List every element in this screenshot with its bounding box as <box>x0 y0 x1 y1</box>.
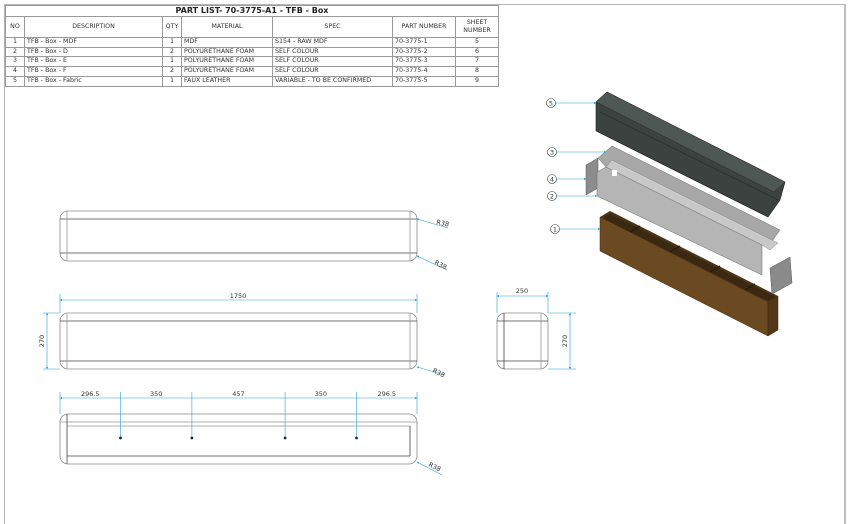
cell-sheet: 9 <box>455 75 499 87</box>
foam-top-bevel <box>605 159 779 251</box>
bottom-view-labels: 296.5 350 457 350 296.5 <box>81 390 396 398</box>
balloon-1: 1 <box>550 224 601 234</box>
radius-leader <box>416 366 446 376</box>
front-view <box>59 312 418 370</box>
bottom-view-dimensions <box>59 392 418 440</box>
drawing-sheet-frame <box>4 4 846 524</box>
front-view-outline <box>59 312 418 370</box>
radius-label: R38 <box>436 218 450 228</box>
exploded-isometric-view <box>585 91 793 337</box>
mdf-divider <box>629 225 641 233</box>
table-row: 5 TFB - Box - Fabric 1 FAUX LEATHER VARI… <box>5 75 499 87</box>
radius-leader <box>416 218 449 229</box>
spacing-label: 350 <box>150 390 162 398</box>
radius-leader <box>416 255 448 271</box>
balloon-number: 4 <box>550 176 554 184</box>
fabric-top-face <box>595 91 786 193</box>
mdf-end-face <box>767 295 779 337</box>
balloon-number: 2 <box>550 193 554 201</box>
part-list-table: PART LIST- 70-3775-A1 - TFB - Box NO DES… <box>5 5 499 87</box>
balloon-number: 3 <box>550 149 554 157</box>
fabric-seam <box>599 111 779 201</box>
balloon-3: 3 <box>547 147 607 157</box>
part-4-foam-end-left <box>585 157 599 196</box>
foam-top-cutout <box>612 170 617 176</box>
front-view-dimensions <box>43 294 446 376</box>
header-no: NO <box>5 16 25 38</box>
top-view-outline <box>59 210 418 262</box>
part-1-mdf-box <box>599 211 779 337</box>
part-3-foam-top <box>597 145 781 251</box>
dimension-width-label: 250 <box>516 287 528 295</box>
part-4-foam-end-right <box>769 256 793 295</box>
part-2-foam-side <box>596 166 763 276</box>
dimension-height-label: 270 <box>561 335 569 347</box>
header-qty: QTY <box>162 16 182 38</box>
mounting-hole <box>119 436 122 440</box>
spacing-label: 457 <box>232 390 244 398</box>
balloon-4: 4 <box>547 174 587 184</box>
mounting-hole <box>355 436 358 440</box>
bottom-view-outline <box>59 413 418 465</box>
mounting-hole <box>283 436 287 440</box>
mdf-divider <box>669 245 681 253</box>
dimension-height-label: 270 <box>38 335 46 347</box>
spacing-label: 296.5 <box>377 390 396 398</box>
header-sheet-number-line1: SHEET <box>466 19 488 26</box>
mdf-divider <box>709 265 721 273</box>
mounting-hole <box>190 436 194 440</box>
bottom-view <box>59 413 418 465</box>
balloon-2: 2 <box>547 191 598 201</box>
spacing-label: 296.5 <box>81 390 100 398</box>
radius-leader <box>416 461 443 476</box>
spacing-label: 350 <box>315 390 327 398</box>
dimension-length-label: 1750 <box>230 292 247 300</box>
side-view <box>496 312 549 370</box>
side-view-dimensions <box>496 292 576 370</box>
header-description: DESCRIPTION <box>24 16 163 38</box>
balloon-5: 5 <box>546 98 597 108</box>
radius-label: R38 <box>431 367 446 380</box>
part-5-fabric-cover <box>595 91 786 218</box>
mdf-interior <box>603 214 775 301</box>
balloon-number: 1 <box>553 226 557 234</box>
mdf-divider <box>744 283 756 291</box>
balloon-number: 5 <box>549 100 553 108</box>
balloon-callouts: 5 3 4 2 1 <box>546 98 607 234</box>
top-view <box>59 210 449 271</box>
side-view-outline <box>496 312 549 370</box>
header-sheet-number-line2: NUMBER <box>463 27 491 34</box>
